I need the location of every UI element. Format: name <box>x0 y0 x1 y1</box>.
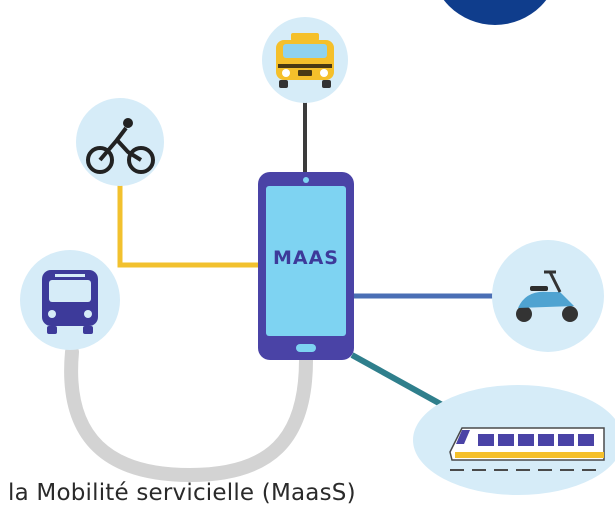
taxi-node <box>262 17 348 103</box>
bus-to-phone-arc <box>64 345 313 483</box>
bicycle-icon <box>86 118 155 174</box>
scooter-node <box>492 240 604 352</box>
scooter-icon <box>516 270 578 322</box>
caption: la Mobilité servicielle (MaasS) <box>8 480 356 506</box>
bus-icon <box>42 270 98 334</box>
bicycle-node <box>76 98 164 186</box>
bicycle-connector <box>117 175 262 268</box>
bus-node <box>20 250 120 350</box>
train-icon <box>449 427 605 471</box>
taxi-icon <box>276 33 334 88</box>
train-node <box>413 385 615 495</box>
hub-label: MAAS <box>273 247 339 269</box>
smartphone-icon: MAAS <box>258 172 354 360</box>
train-connector <box>350 352 457 415</box>
corner-badge <box>443 0 547 25</box>
